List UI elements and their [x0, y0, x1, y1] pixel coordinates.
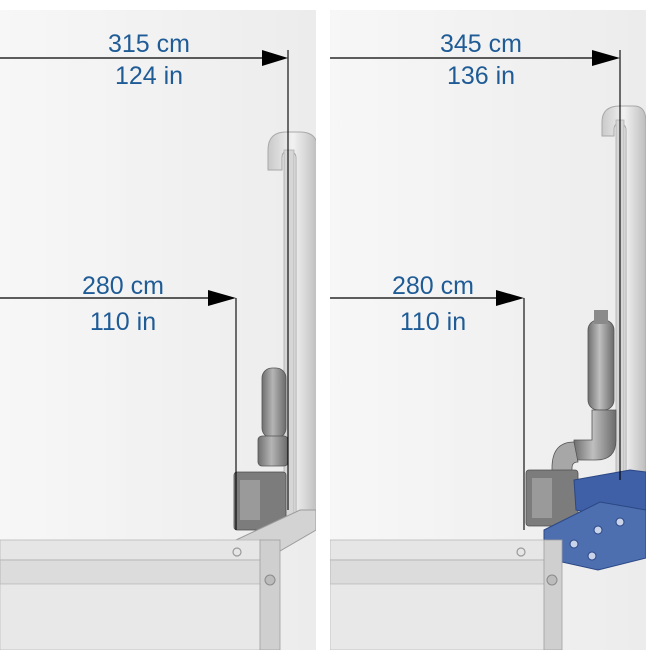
top-dimension-imperial: 124 in: [114, 62, 184, 90]
base-frame: [330, 539, 563, 650]
top-dimension-line: [0, 50, 289, 510]
lower-dimension-metric: 280 cm: [392, 272, 474, 300]
arrow-head-icon: [496, 290, 524, 306]
left-panel: 315 cm 124 in 280 cm 110 in: [0, 10, 316, 650]
top-dimension-metric: 345 cm: [440, 30, 522, 58]
blue-bracket: [543, 469, 646, 571]
right-illustration: [330, 10, 646, 650]
lower-dimension-metric: 280 cm: [82, 272, 164, 300]
lower-dimension-line: [0, 290, 237, 530]
top-dimension-metric: 315 cm: [108, 30, 190, 58]
arrow-head-icon: [592, 50, 620, 66]
arrow-head-icon: [208, 290, 236, 306]
lower-dimension-line: [330, 290, 525, 530]
lower-dimension-imperial: 110 in: [399, 308, 467, 336]
left-illustration: [0, 10, 316, 650]
top-dimension-imperial: 136 in: [446, 62, 516, 90]
pump-assembly: [233, 367, 289, 531]
base-frame: [0, 509, 316, 650]
top-dimension-line: [330, 50, 621, 480]
arrow-head-icon: [262, 50, 288, 66]
lower-dimension-imperial: 110 in: [89, 308, 157, 336]
right-panel: 345 cm 136 in 280 cm 110 in: [330, 10, 646, 650]
